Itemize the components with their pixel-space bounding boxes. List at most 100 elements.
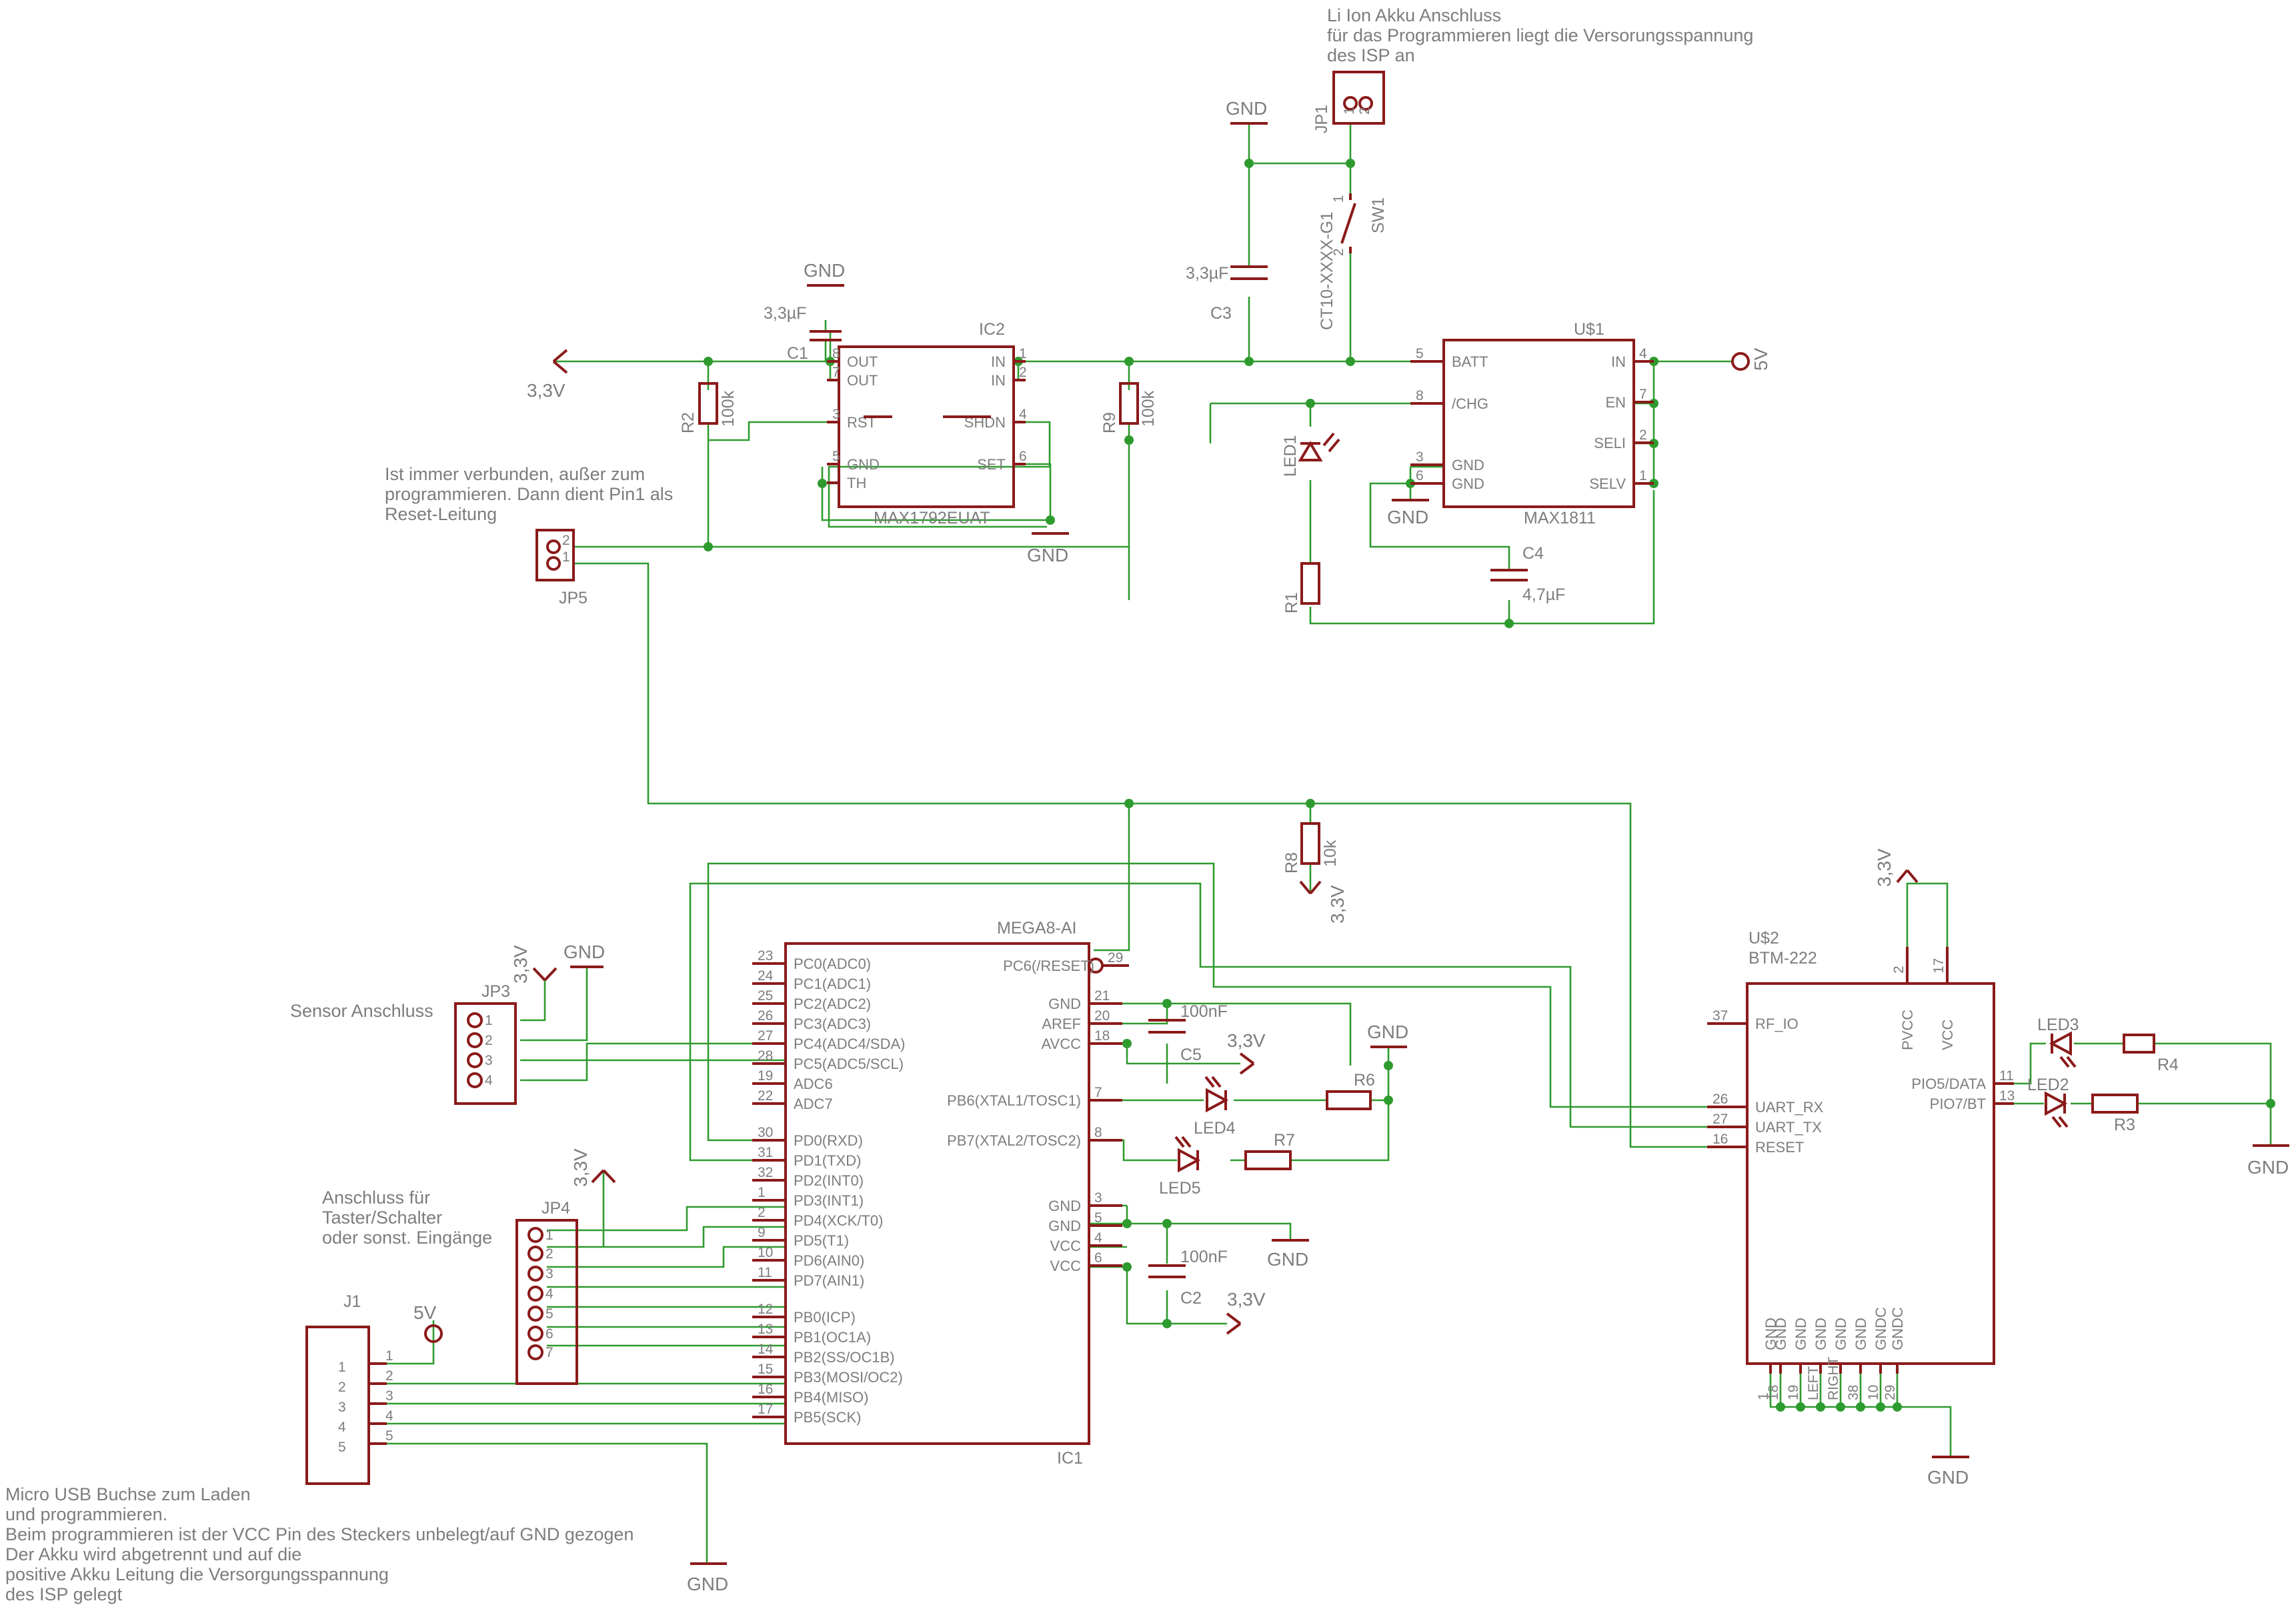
gnd-label: GND (563, 942, 605, 962)
supply-3v3-label: 3,3V (570, 1148, 591, 1187)
pin-name: AVCC (1042, 1036, 1082, 1052)
pin-name: PD2(INT0) (794, 1172, 864, 1189)
pin-number: 31 (758, 1145, 773, 1160)
svg-text:R7: R7 (1274, 1131, 1295, 1150)
pin-number: 1 (758, 1185, 766, 1200)
gnd-label: GND (687, 1574, 728, 1594)
svg-text:3: 3 (385, 1388, 393, 1404)
pin-name: PB1(OC1A) (794, 1329, 871, 1346)
pin-number: 37 (1712, 1008, 1728, 1024)
resistor-r1: R1 (1282, 562, 1320, 613)
svg-text:1: 1 (1342, 107, 1357, 115)
net-wires (387, 123, 2272, 1564)
pin-number: 3 (1094, 1190, 1102, 1206)
capacitor-c4: C4 4,7µF (1490, 544, 1565, 604)
pin-name: /CHG (1452, 395, 1488, 412)
pin-name: RF_IO (1755, 1016, 1799, 1032)
pin-number: 6 (1416, 468, 1424, 483)
svg-text:CT10-XXXX-G1: CT10-XXXX-G1 (1318, 211, 1336, 330)
pin-name: PB2(SS/OC1B) (794, 1349, 895, 1366)
pin-name: OUT (847, 372, 878, 389)
gnd-label: GND (1267, 1249, 1308, 1270)
pin-name: BATT (1452, 353, 1488, 370)
gnd-label: GND (1387, 507, 1428, 527)
pin-number: LEFT (1806, 1366, 1821, 1400)
svg-text:2: 2 (385, 1368, 393, 1384)
pin-number: 10 (1866, 1385, 1881, 1400)
pin-number: 26 (758, 1008, 773, 1024)
svg-text:JP5: JP5 (559, 589, 588, 607)
supply-3v3-label: 3,3V (527, 380, 565, 401)
supply-3v3-label: 3,3V (1874, 848, 1895, 887)
svg-text:3,3µF: 3,3µF (764, 304, 806, 323)
pin-name: PB6(XTAL1/TOSC1) (947, 1092, 1081, 1109)
svg-text:J1: J1 (343, 1292, 361, 1311)
pin-number: 1 (1639, 468, 1647, 483)
pin-name: UART_TX (1755, 1119, 1822, 1136)
pin-number: 2 (1019, 365, 1027, 380)
gnd-label: GND (2247, 1157, 2289, 1178)
pin-number: 15 (758, 1362, 773, 1377)
pin-name: GND (1793, 1318, 1809, 1350)
gnd-label: GND (1367, 1022, 1408, 1042)
pin-number: 29 (1883, 1385, 1898, 1400)
supply-3v3-label: 3,3V (1227, 1030, 1266, 1051)
svg-text:Sensor Anschluss: Sensor Anschluss (290, 1001, 433, 1021)
pin-name: GND (1452, 457, 1484, 473)
svg-text:3: 3 (338, 1400, 346, 1415)
pin-name: RESET (1755, 1139, 1804, 1156)
svg-text:IC1: IC1 (1057, 1449, 1083, 1468)
svg-text:LED3: LED3 (2037, 1016, 2079, 1034)
svg-text:R9: R9 (1100, 412, 1119, 433)
pin-number: 25 (758, 988, 773, 1004)
pin-name: PD5(T1) (794, 1232, 849, 1249)
j1-usb-connector: J1 1 2 3 4 5 1 2 3 4 5 (305, 1292, 393, 1485)
svg-text:LED1: LED1 (1281, 435, 1300, 477)
pin-number: 3 (1416, 449, 1424, 465)
pin-number: 32 (758, 1165, 773, 1180)
pin-name: PD3(INT1) (794, 1192, 864, 1209)
pin-name: PD6(AIN0) (794, 1252, 864, 1269)
pin-name: PIO5/DATA (1911, 1076, 1986, 1092)
svg-text:2: 2 (545, 1246, 553, 1262)
svg-text:R4: R4 (2157, 1056, 2179, 1074)
pin-number: 8 (1416, 388, 1424, 403)
pin-number: 6 (1019, 449, 1027, 464)
pin-name: PB7(XTAL2/TOSC2) (947, 1132, 1081, 1149)
pin-name: PD0(RXD) (794, 1132, 863, 1149)
svg-text:100k: 100k (719, 390, 738, 427)
svg-text:100nF: 100nF (1180, 1248, 1228, 1266)
pin-name: GND (847, 456, 880, 473)
svg-text:2: 2 (562, 533, 570, 548)
pin-number: 7 (832, 365, 840, 380)
pin-name: GND (1833, 1318, 1849, 1350)
supply-5v-label: 5V (413, 1302, 437, 1323)
pin-name: SELI (1594, 435, 1626, 451)
pin-number: 12 (758, 1302, 773, 1317)
pin-name: IN (991, 353, 1006, 370)
pin-number: 28 (758, 1048, 773, 1064)
svg-text:2: 2 (1357, 107, 1372, 115)
svg-text:C1: C1 (787, 344, 808, 363)
pin-name: PC6(/RESET) (1003, 958, 1094, 974)
svg-text:JP4: JP4 (541, 1199, 570, 1218)
led4: LED4 (1194, 1076, 1236, 1138)
svg-text:1: 1 (385, 1348, 393, 1364)
junction-dots (704, 159, 2275, 1412)
pin-name: PC1(ADC1) (794, 976, 871, 992)
pin-number: 9 (758, 1225, 766, 1240)
pin-number: 3 (832, 407, 840, 422)
pin-name: VCC (1939, 1019, 1956, 1050)
pin-name: GND (1048, 1198, 1081, 1214)
led2: LED2 (2027, 1076, 2069, 1128)
svg-text:U$2: U$2 (1749, 929, 1779, 948)
pin-name: GND (1813, 1318, 1829, 1350)
pin-number: 16 (1712, 1132, 1728, 1147)
svg-text:4: 4 (545, 1286, 553, 1302)
pin-number: 5 (1416, 346, 1424, 361)
svg-text:LED5: LED5 (1159, 1179, 1201, 1198)
pin-number: 1 (1019, 346, 1027, 361)
svg-text:3: 3 (485, 1053, 493, 1068)
